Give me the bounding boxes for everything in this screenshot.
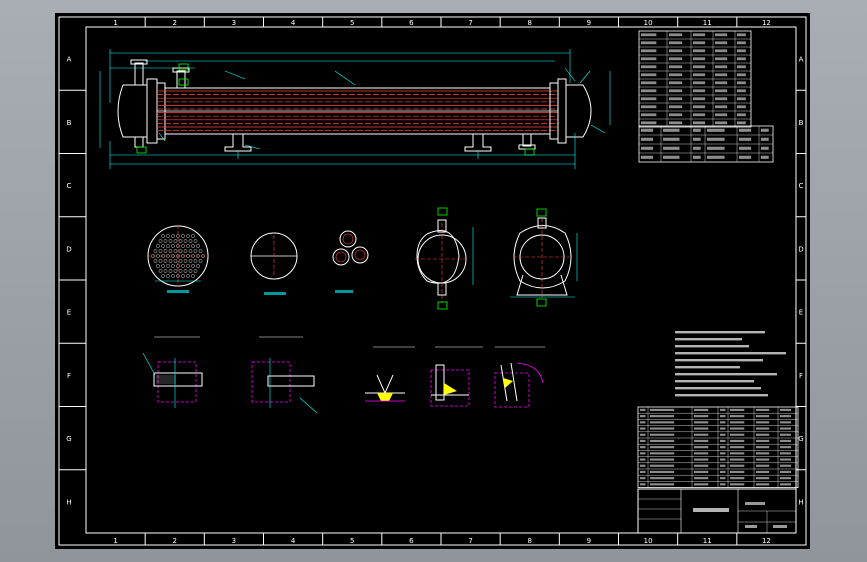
nozzle-shell-top-flange — [172, 67, 190, 73]
grid-column-label: 9 — [587, 19, 591, 27]
weld-detail-a[interactable] — [365, 346, 415, 402]
grid-column-label: 2 — [173, 19, 177, 27]
grid-column-label: 6 — [409, 537, 414, 545]
weld-detail-b[interactable] — [430, 346, 483, 407]
grid-row-label: E — [67, 309, 71, 317]
grid-column-label: 6 — [409, 19, 414, 27]
grid-column-label: 2 — [173, 537, 177, 545]
grid-column-label: 4 — [291, 537, 296, 545]
grid-row-labels-left: A B C D E F G H — [59, 56, 86, 506]
nozzle-inlet-flange — [130, 59, 148, 65]
weld-detail-c[interactable] — [494, 346, 545, 408]
grid-row-label: H — [66, 498, 71, 506]
tube-to-tubesheet-joint-1[interactable] — [142, 336, 203, 408]
left-tubesheet-flange — [146, 78, 158, 144]
grid-column-label: 4 — [291, 19, 296, 27]
left-channel-head — [117, 84, 148, 138]
grid-column-label: 3 — [232, 19, 236, 27]
tube-bundle — [157, 90, 558, 131]
grid-row-label: C — [799, 182, 804, 190]
nozzle-inlet-top[interactable] — [134, 62, 144, 86]
grid-row-label: G — [798, 435, 803, 443]
technical-notes — [675, 331, 786, 397]
grid-column-label: 5 — [350, 19, 354, 27]
end-view-side[interactable] — [510, 208, 578, 307]
grid-column-label: 7 — [468, 537, 472, 545]
grid-column-label: 11 — [703, 537, 712, 545]
grid-row-label: B — [799, 119, 804, 127]
tube-to-tubesheet-joint-2[interactable] — [251, 336, 318, 414]
right-tubesheet-flange — [557, 78, 567, 144]
saddle-right[interactable] — [464, 134, 492, 152]
bill-of-materials-table[interactable] — [637, 406, 799, 488]
grid-row-label: D — [798, 245, 803, 253]
right-head — [565, 84, 592, 138]
grid-column-label: 8 — [528, 537, 532, 545]
grid-column-label: 1 — [113, 19, 117, 27]
grid-row-label: H — [798, 498, 803, 506]
grid-column-label: 11 — [703, 19, 712, 27]
end-view-front[interactable] — [415, 207, 474, 310]
nozzle-outlet-bottom[interactable] — [134, 136, 144, 148]
nozzle-shell-bottom[interactable] — [522, 133, 532, 147]
grid-row-label: A — [799, 56, 804, 64]
grid-row-label: F — [67, 372, 71, 380]
grid-row-label: A — [67, 56, 72, 64]
grid-row-label: E — [799, 309, 803, 317]
grid-row-label: B — [67, 119, 72, 127]
grid-row-label: D — [66, 245, 71, 253]
design-data-table[interactable] — [638, 30, 752, 128]
bottom-dimensions — [109, 133, 576, 169]
outer-frame — [58, 16, 807, 546]
grid-column-label: 9 — [587, 537, 591, 545]
saddle-left[interactable] — [224, 134, 252, 152]
grid-column-label: 7 — [468, 19, 472, 27]
nozzle-table[interactable] — [638, 125, 774, 163]
grid-column-label: 12 — [762, 19, 771, 27]
baffle-view[interactable] — [250, 232, 298, 295]
grid-column-label: 8 — [528, 19, 532, 27]
tube-arrangement-detail[interactable] — [332, 230, 369, 293]
nozzle-tag-boxes — [136, 63, 535, 156]
leader-lines — [158, 67, 606, 150]
top-dimensions — [99, 49, 611, 148]
title-block[interactable] — [637, 488, 797, 534]
grid-row-label: G — [66, 435, 71, 443]
tubesheet-layout-view[interactable] — [147, 225, 209, 293]
grid-column-label: 1 — [113, 537, 117, 545]
grid-column-label: 10 — [644, 537, 653, 545]
grid-column-label: 5 — [350, 537, 354, 545]
grid-row-label: F — [799, 372, 803, 380]
grid-column-label: 3 — [232, 537, 236, 545]
heat-exchanger-elevation[interactable] — [99, 49, 611, 169]
grid-column-label: 10 — [644, 19, 653, 27]
nozzle-shell-top[interactable] — [176, 70, 186, 89]
grid-column-label: 12 — [762, 537, 771, 545]
grid-row-labels-right: A B C D E F G H — [796, 56, 806, 506]
grid-row-label: C — [67, 182, 72, 190]
